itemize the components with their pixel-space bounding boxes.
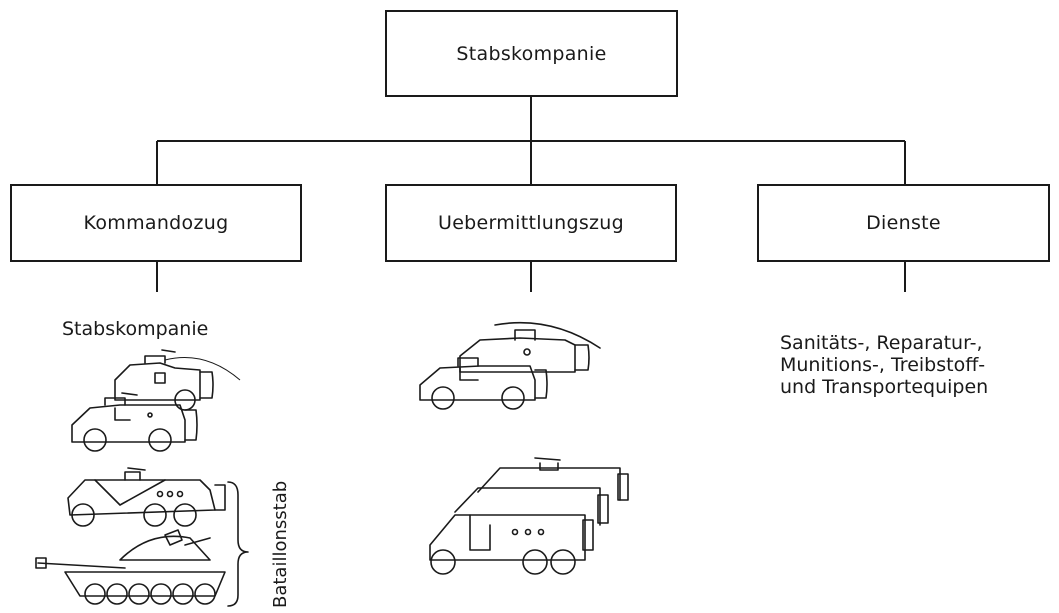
unit-box-kommandozug: Kommandozug: [10, 184, 302, 262]
bracket-icon: [227, 481, 249, 607]
tank-icon: [35, 529, 226, 605]
unit-box-uebermittlungszug: Uebermittlungszug: [385, 184, 677, 262]
jeep-icon: [71, 392, 198, 452]
unit-label-kommandozug: Kommandozug: [83, 212, 229, 234]
services-line-3: und Transportequipen: [780, 376, 989, 398]
top-node-label: Stabskompanie: [456, 42, 607, 65]
services-line-1: Sanitäts-, Reparatur-,: [780, 332, 983, 354]
jeep-icon: [114, 349, 241, 411]
jeep-icon: [419, 357, 548, 410]
armored-car-icon: [67, 467, 226, 527]
top-node-box: Stabskompanie: [385, 10, 678, 97]
services-line-2: Munitions-, Treibstoff-: [780, 354, 986, 376]
truck-icon: [429, 514, 594, 575]
truck-icon: [454, 487, 609, 526]
unit-label-dienste: Dienste: [866, 212, 941, 234]
unit-box-dienste: Dienste: [757, 184, 1050, 262]
left-caption: Stabskompanie: [62, 318, 209, 340]
unit-label-uebermittlungszug: Uebermittlungszug: [437, 212, 624, 234]
jeep-icon: [459, 321, 601, 373]
services-text-block: Sanitäts-, Reparatur-, Munitions-, Treib…: [780, 332, 988, 398]
truck-icon: [477, 457, 629, 501]
